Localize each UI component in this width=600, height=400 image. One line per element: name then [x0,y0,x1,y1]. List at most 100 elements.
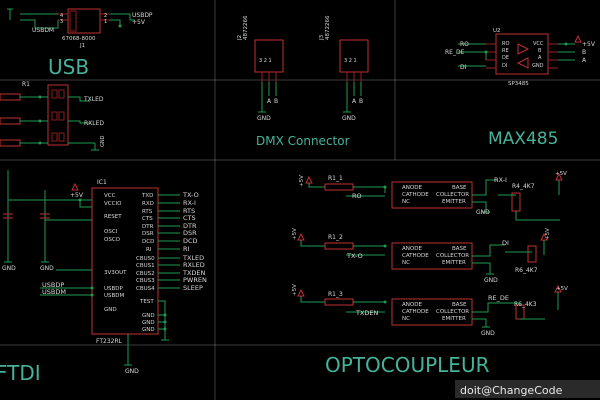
ftdi-pin-rts: RTS [142,209,153,215]
opto1-pin-collector: COLLECTOR [436,192,469,198]
net-re-de-label: RE_DE [445,49,465,56]
max485-chip-u2[interactable] [495,33,549,75]
opto-row-2: +5V R1_2 TX-O ANODE CATHODE NC BASE COLL… [292,228,551,284]
opto2-pin-collector: COLLECTOR [436,253,469,259]
net-pwren-label: PWREN [183,276,207,284]
max485-pin-a: A [538,55,542,61]
net-usbdm-ftdi-label: USBDM [42,288,66,296]
usb-part-name: J1 [79,43,85,49]
ftdi-part: FT232RL [96,338,123,345]
resistor-network-r1[interactable] [47,84,69,146]
net-gnd-usb-label: GND [100,135,106,147]
opto1-resistor-left[interactable] [324,183,354,191]
usb-pin-2: 2 [104,13,107,19]
opto1-resistor-right[interactable] [511,192,521,212]
net-rxled-label: RXLED [84,120,104,127]
ftdi-pin-cts: CTS [142,216,153,222]
opto2-resistor-right[interactable] [527,245,537,263]
max485-pin-di: DI [502,63,507,69]
ftdi-pin-vccio: VCCIO [104,201,122,207]
opto1-pin-emitter: EMITTER [442,199,466,205]
ftdi-pin-usbdm: USBDM [104,293,125,299]
max485-ref: U2 [493,28,501,34]
opto1-out-net-label: RX-I [494,176,507,184]
dmx-connector-j2[interactable] [254,39,284,73]
net-dtr-label: DTR [183,222,197,230]
net-rx-i-label: RX-I [183,199,196,207]
opto3-r-right-label: R6_4K3 [514,301,537,308]
ftdi-pin-cbus0: CBUS0 [136,256,155,262]
ftdi-pin-ri: RI [146,247,152,253]
net-5v-max-label: +5V [582,41,596,48]
ftdi-pin-dtr: DTR [142,224,154,230]
net-dsr-label: DSR [183,229,197,237]
section-title-opto: OPTOCOUPLEUR [325,353,490,377]
opto2-r-left-label: R1_2 [328,234,343,241]
net-a-label: A [582,57,587,64]
opto3-pin-nc: NC [402,316,410,322]
net-rxled-ftdi-label: RXLED [183,261,205,269]
ftdi-pin-osco: OSCO [104,237,121,243]
ftdi-pin-gnd-left: GND [104,307,117,313]
ftdi-pin-gnd-r2: GND [142,320,155,326]
dmx-connector-j3[interactable] [339,39,369,73]
net-ro-label: RO [460,41,469,48]
ftdi-pin-reset: RESET [104,214,122,220]
net-sleep-label: SLEEP [183,284,203,292]
opto1-5v-right-label: +5V [555,171,567,177]
usb-part-value: 67068-8000 [62,36,96,42]
ftdi-pin-cbus3: CBUS3 [136,278,155,284]
opto2-pin-emitter: EMITTER [442,260,466,266]
opto-row-1: +5V R1_1 RO ANODE CATHODE NC BASE COLLEC… [299,171,567,221]
opto3-pin-emitter: EMITTER [442,316,466,322]
dmx-j2-a-label: A [267,98,272,105]
ftdi-pin-osci: OSCI [104,229,118,235]
net-txden-label: TXDEN [182,269,206,277]
dmx-section: 4872266 J2 4872266 J3 3 2 1 3 2 1 A B A … [237,15,369,148]
opto1-pin-cathode: CATHODE [402,192,429,198]
opto2-pin-cathode: CATHODE [402,253,429,259]
ftdi-pin-cbus4: CBUS4 [136,286,155,292]
net-b-label: B [582,49,586,56]
max485-pin-ro: RO [502,41,509,47]
opto3-in-net-label: TXDEN [355,309,379,317]
watermark: doit@ChangeCode [455,380,600,398]
dmx-j2-gnd-label: GND [257,115,271,122]
ftdi-chip-ic1[interactable] [91,187,159,335]
section-title-usb: USB [48,55,89,79]
dmx-j3-gnd-label: GND [342,115,356,122]
opto3-5v-right-label: +5V [556,286,568,292]
ftdi-pin-test: TEST [139,299,154,305]
net-usbdp-label: USBDP [132,12,153,19]
opto3-r-left-label: R1_3 [328,291,343,298]
opto2-resistor-left[interactable] [324,242,354,250]
usb-connector-j1[interactable] [67,8,101,34]
ftdi-pin-cbus1: CBUS1 [136,263,155,269]
dmx-conn2-ref: J3 [319,34,325,41]
opto2-5v-label: +5V [292,228,298,240]
opto3-pin-collector: COLLECTOR [436,309,469,315]
opto3-5v-label: +5V [292,284,298,296]
ftdi-bottom-gnd-label: GND [125,368,139,375]
ftdi-cap-gnd-label: GND [40,265,54,272]
ftdi-pin-gnd-r3: GND [142,327,155,333]
net-tx-o-label: TX-O [182,191,199,199]
opto-row-3: +5V R1_3 TXDEN ANODE CATHODE NC BASE COL… [292,284,568,337]
ftdi-section: GND GND +5V IC1 VCC VCCIO RESET OSCI OSC… [0,170,207,385]
max485-part: SP3485 [508,81,529,87]
ftdi-cap2-gnd-label: GND [2,265,16,272]
opto3-pin-cathode: CATHODE [402,309,429,315]
net-ri-label: RI [183,245,190,253]
opto3-resistor-left[interactable] [324,298,354,306]
dmx-conn2-value: 4872266 [325,15,331,40]
ftdi-right-nets: GND [124,194,180,375]
opto1-in-net-label: RO [352,192,362,200]
max485-pin-re: RE [502,48,509,54]
dmx-conn1-value: 4872266 [243,15,249,40]
opto-section: +5V R1_1 RO ANODE CATHODE NC BASE COLLEC… [292,171,568,377]
opto3-pin-anode: ANODE [402,302,422,308]
opto3-pin-base: BASE [452,302,467,308]
opto2-5v-right-label: +5V [545,228,551,240]
max485-pin-vcc: VCC [533,41,544,47]
